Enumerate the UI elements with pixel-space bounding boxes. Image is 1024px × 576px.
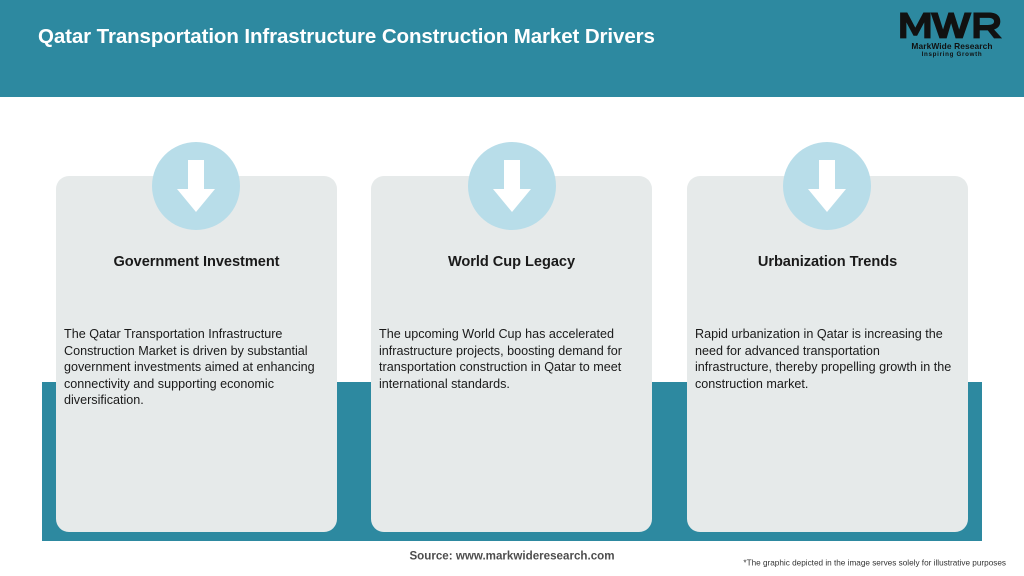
card-body: Rapid urbanization in Qatar is increasin…: [695, 327, 952, 391]
down-arrow-badge: [783, 142, 871, 230]
card-title: Urbanization Trends: [757, 254, 898, 270]
driver-card-world-cup-legacy: World Cup Legacy The upcoming World Cup …: [371, 176, 652, 532]
markwide-research-logo: MarkWide Research Inspiring Growth: [898, 8, 1006, 64]
down-arrow-icon: [808, 160, 846, 212]
page-title: Qatar Transportation Infrastructure Cons…: [38, 25, 655, 48]
disclaimer-note: *The graphic depicted in the image serve…: [743, 558, 1006, 568]
card-title: World Cup Legacy: [447, 254, 576, 270]
driver-card-government-investment: Government Investment The Qatar Transpor…: [56, 176, 337, 532]
card-body: The Qatar Transportation Infrastructure …: [64, 327, 315, 408]
source-attribution: Source: www.markwideresearch.com: [409, 549, 615, 563]
down-arrow-badge: [468, 142, 556, 230]
logo-company-name: MarkWide Research: [911, 41, 993, 51]
down-arrow-icon: [177, 160, 215, 212]
mwr-logo-icon: [900, 12, 1003, 39]
driver-card-urbanization-trends: Urbanization Trends Rapid urbanization i…: [687, 176, 968, 532]
down-arrow-icon: [493, 160, 531, 212]
down-arrow-badge: [152, 142, 240, 230]
card-body: The upcoming World Cup has accelerated i…: [379, 327, 622, 391]
page-header: Qatar Transportation Infrastructure Cons…: [0, 0, 1024, 97]
logo-tagline: Inspiring Growth: [921, 51, 983, 58]
card-title: Government Investment: [113, 254, 280, 270]
